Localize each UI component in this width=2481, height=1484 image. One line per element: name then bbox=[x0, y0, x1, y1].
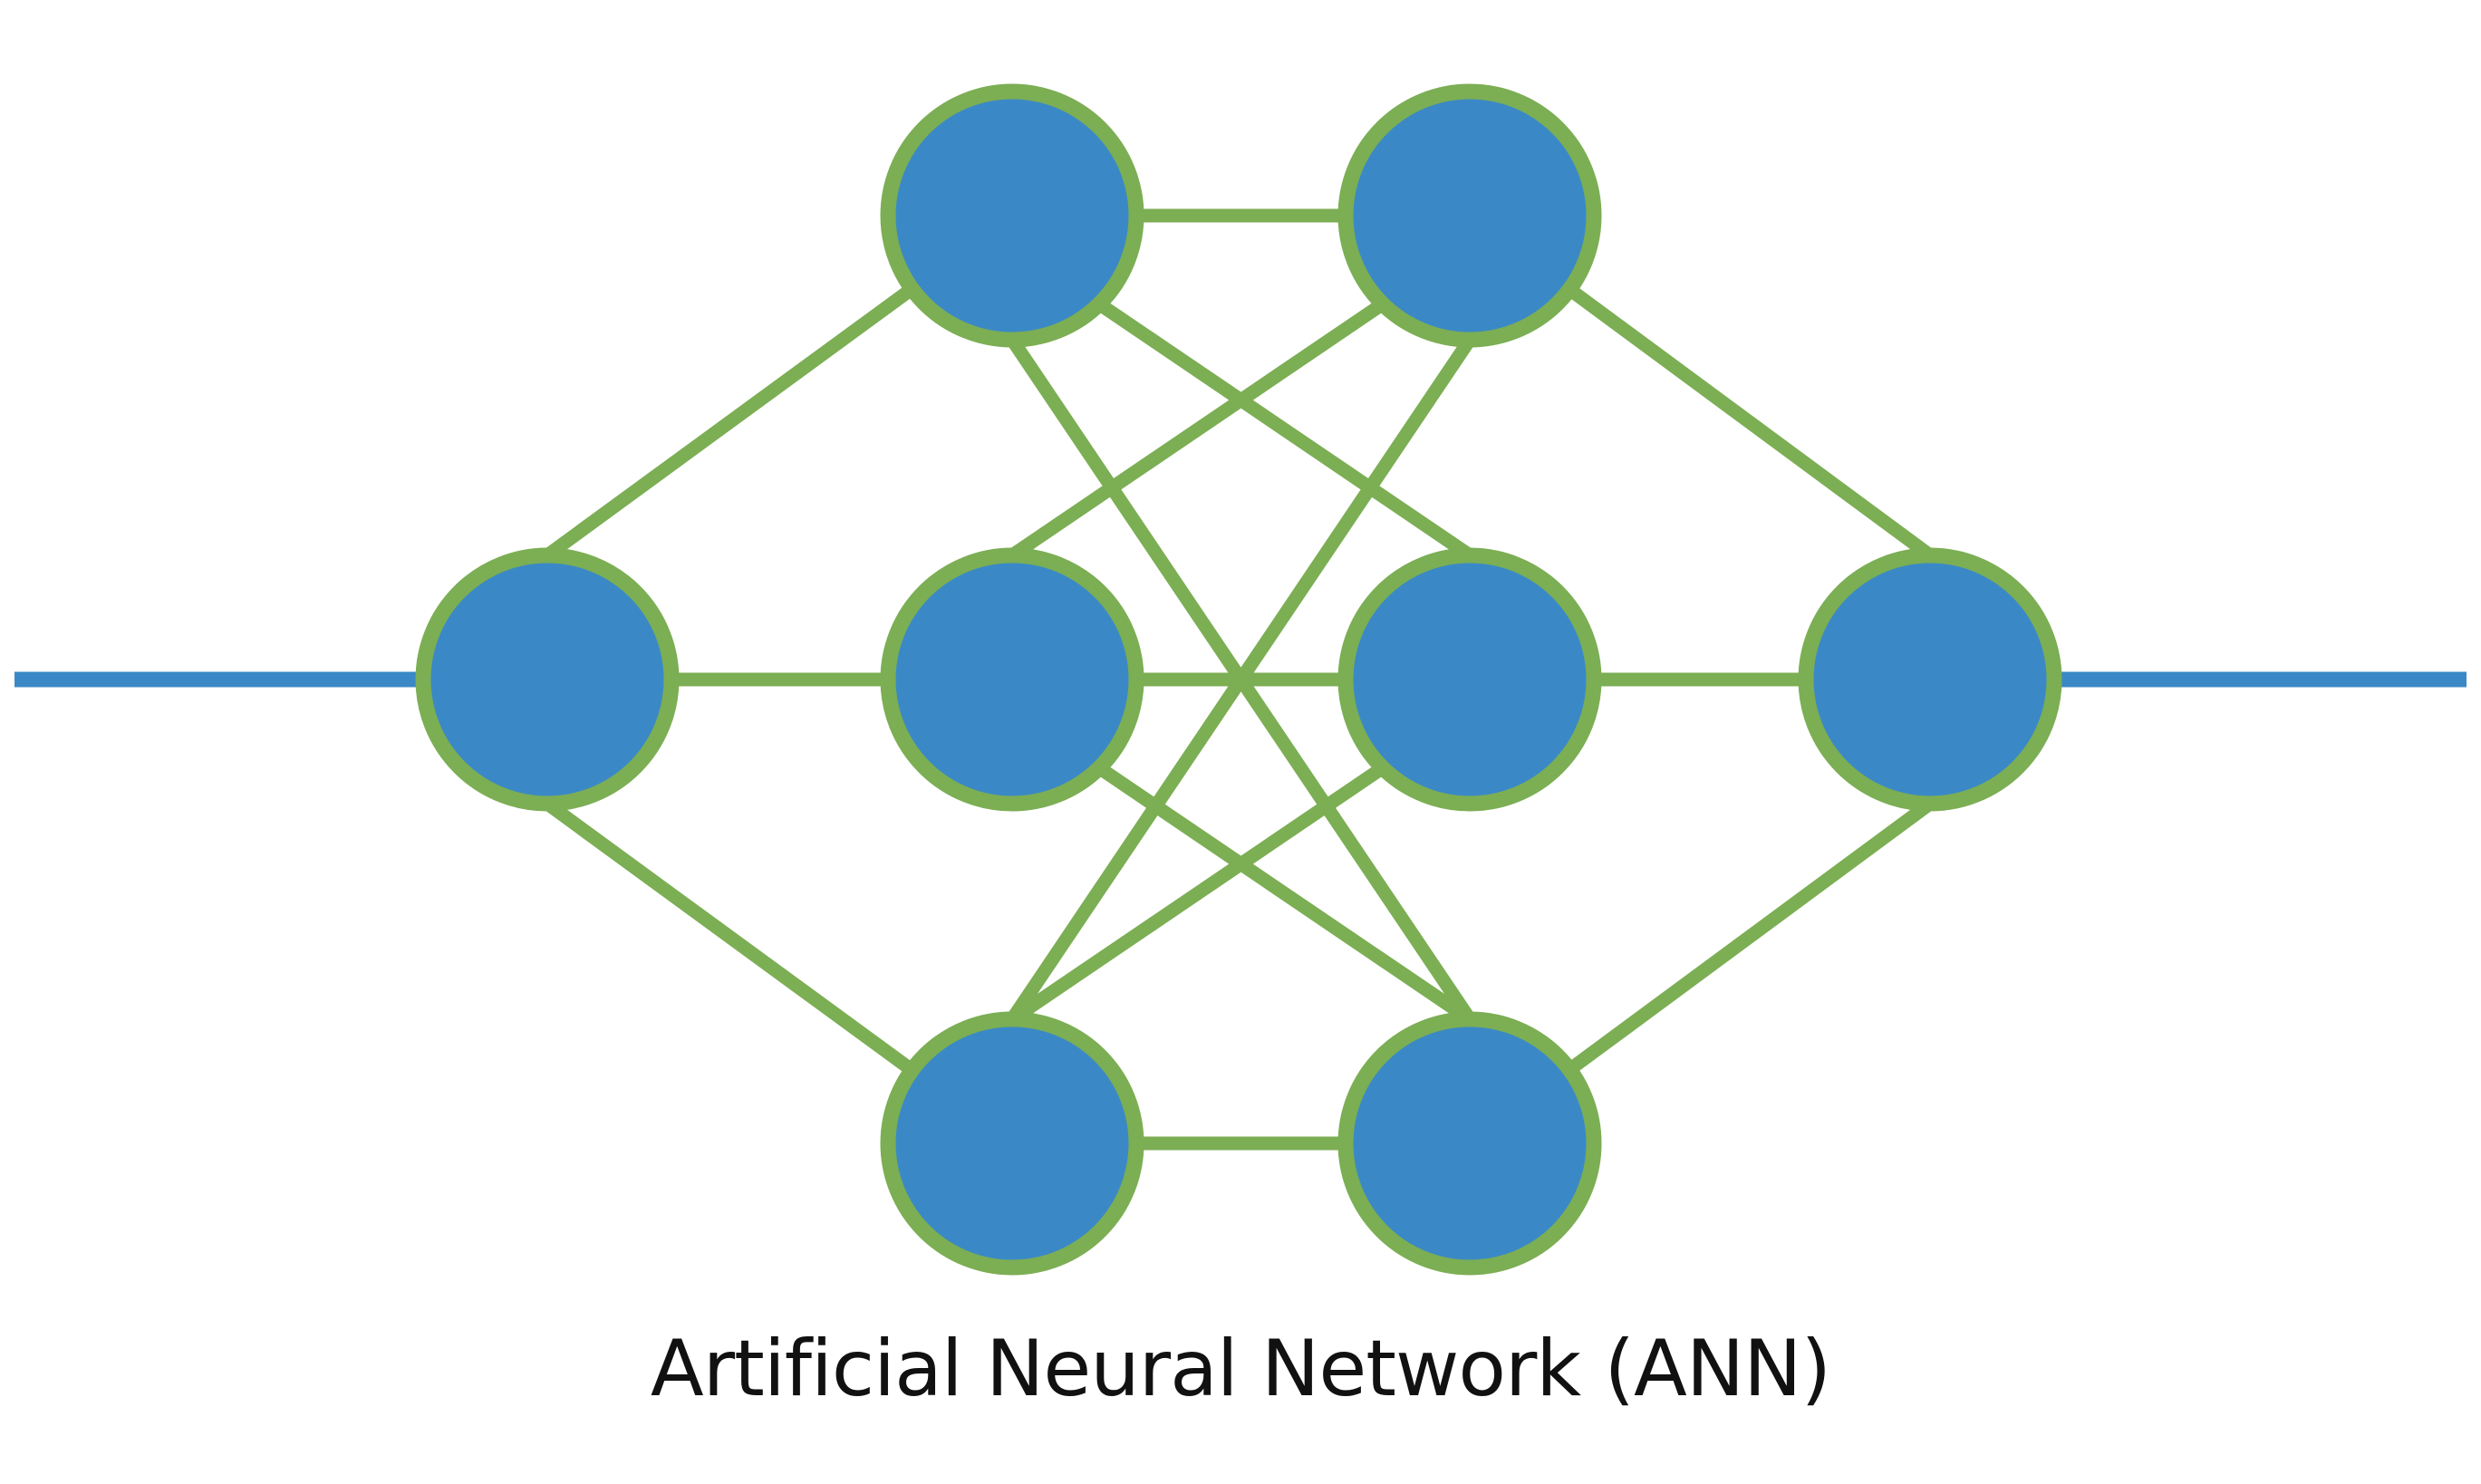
neuron-hidden-1-0 bbox=[880, 83, 1144, 348]
neuron-hidden-2-2 bbox=[1337, 1011, 1602, 1276]
neuron-output-0 bbox=[1798, 547, 2062, 812]
neuron-input-0 bbox=[415, 547, 680, 812]
neuron-hidden-2-0 bbox=[1337, 83, 1602, 348]
connection-hidden-1-0-to-hidden-2-1 bbox=[1095, 298, 1474, 562]
connection-hidden-1-1-to-hidden-2-0 bbox=[1008, 298, 1387, 562]
connection-input-0-to-hidden-1-2 bbox=[543, 797, 916, 1076]
connection-hidden-2-2-to-output-0 bbox=[1565, 797, 1935, 1075]
connection-hidden-1-2-to-hidden-2-1 bbox=[1008, 762, 1387, 1026]
neurons bbox=[415, 83, 2062, 1276]
diagram-caption: Artificial Neural Network (ANN) bbox=[650, 1324, 1831, 1414]
connection-hidden-1-2-to-hidden-2-0 bbox=[1006, 335, 1476, 1024]
neuron-hidden-1-2 bbox=[880, 1011, 1144, 1276]
neuron-hidden-2-1 bbox=[1337, 547, 1602, 812]
connection-hidden-2-0-to-output-0 bbox=[1565, 284, 1935, 562]
connection-input-0-to-hidden-1-0 bbox=[543, 283, 916, 562]
connections bbox=[543, 208, 1935, 1151]
neuron-hidden-1-1 bbox=[880, 547, 1144, 812]
